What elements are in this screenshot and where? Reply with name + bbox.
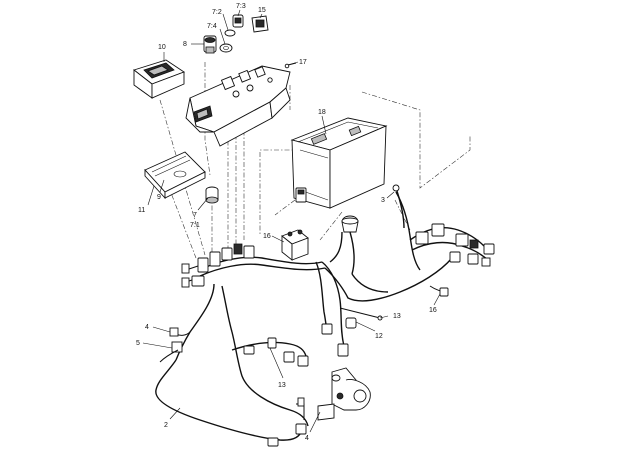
wiring-harness xyxy=(155,191,495,447)
callout-3: 3 xyxy=(381,197,385,204)
callout-11: 11 xyxy=(138,207,145,214)
callout-18: 18 xyxy=(318,109,326,116)
callout-7-1: 7:1 xyxy=(190,222,200,229)
callout-17: 17 xyxy=(299,59,307,66)
callout-9: 9 xyxy=(157,194,161,201)
callout-10: 10 xyxy=(158,44,166,51)
callout-labels: 7:3 15 7:2 7:4 8 10 17 18 9 11 7 7:1 3 1… xyxy=(136,3,437,442)
dash-console xyxy=(185,62,297,147)
leader-lines xyxy=(142,9,441,433)
callout-7-2: 7:2 xyxy=(212,9,222,16)
callout-13-upper: 13 xyxy=(393,313,401,320)
callout-7-4: 7:4 xyxy=(207,23,217,30)
connector-7 xyxy=(205,186,219,204)
callout-5: 5 xyxy=(136,340,140,347)
battery-cable xyxy=(392,184,405,229)
callout-16-upper: 16 xyxy=(263,233,271,240)
relay-solenoid xyxy=(281,215,359,261)
callout-15: 15 xyxy=(258,7,266,14)
callout-2: 2 xyxy=(164,422,168,429)
control-module xyxy=(144,151,206,200)
display-cover xyxy=(133,59,185,99)
bracket-assembly xyxy=(296,367,371,421)
switch-group xyxy=(203,14,269,54)
callout-4-left: 4 xyxy=(145,324,149,331)
battery xyxy=(290,117,388,209)
callout-4-lower: 4 xyxy=(305,435,309,442)
callout-12: 12 xyxy=(375,333,383,340)
callout-8: 8 xyxy=(183,41,187,48)
callout-16-lower: 16 xyxy=(429,307,437,314)
callout-7: 7 xyxy=(193,212,197,219)
callout-13-lower: 13 xyxy=(278,382,286,389)
callout-7-3: 7:3 xyxy=(236,3,246,10)
